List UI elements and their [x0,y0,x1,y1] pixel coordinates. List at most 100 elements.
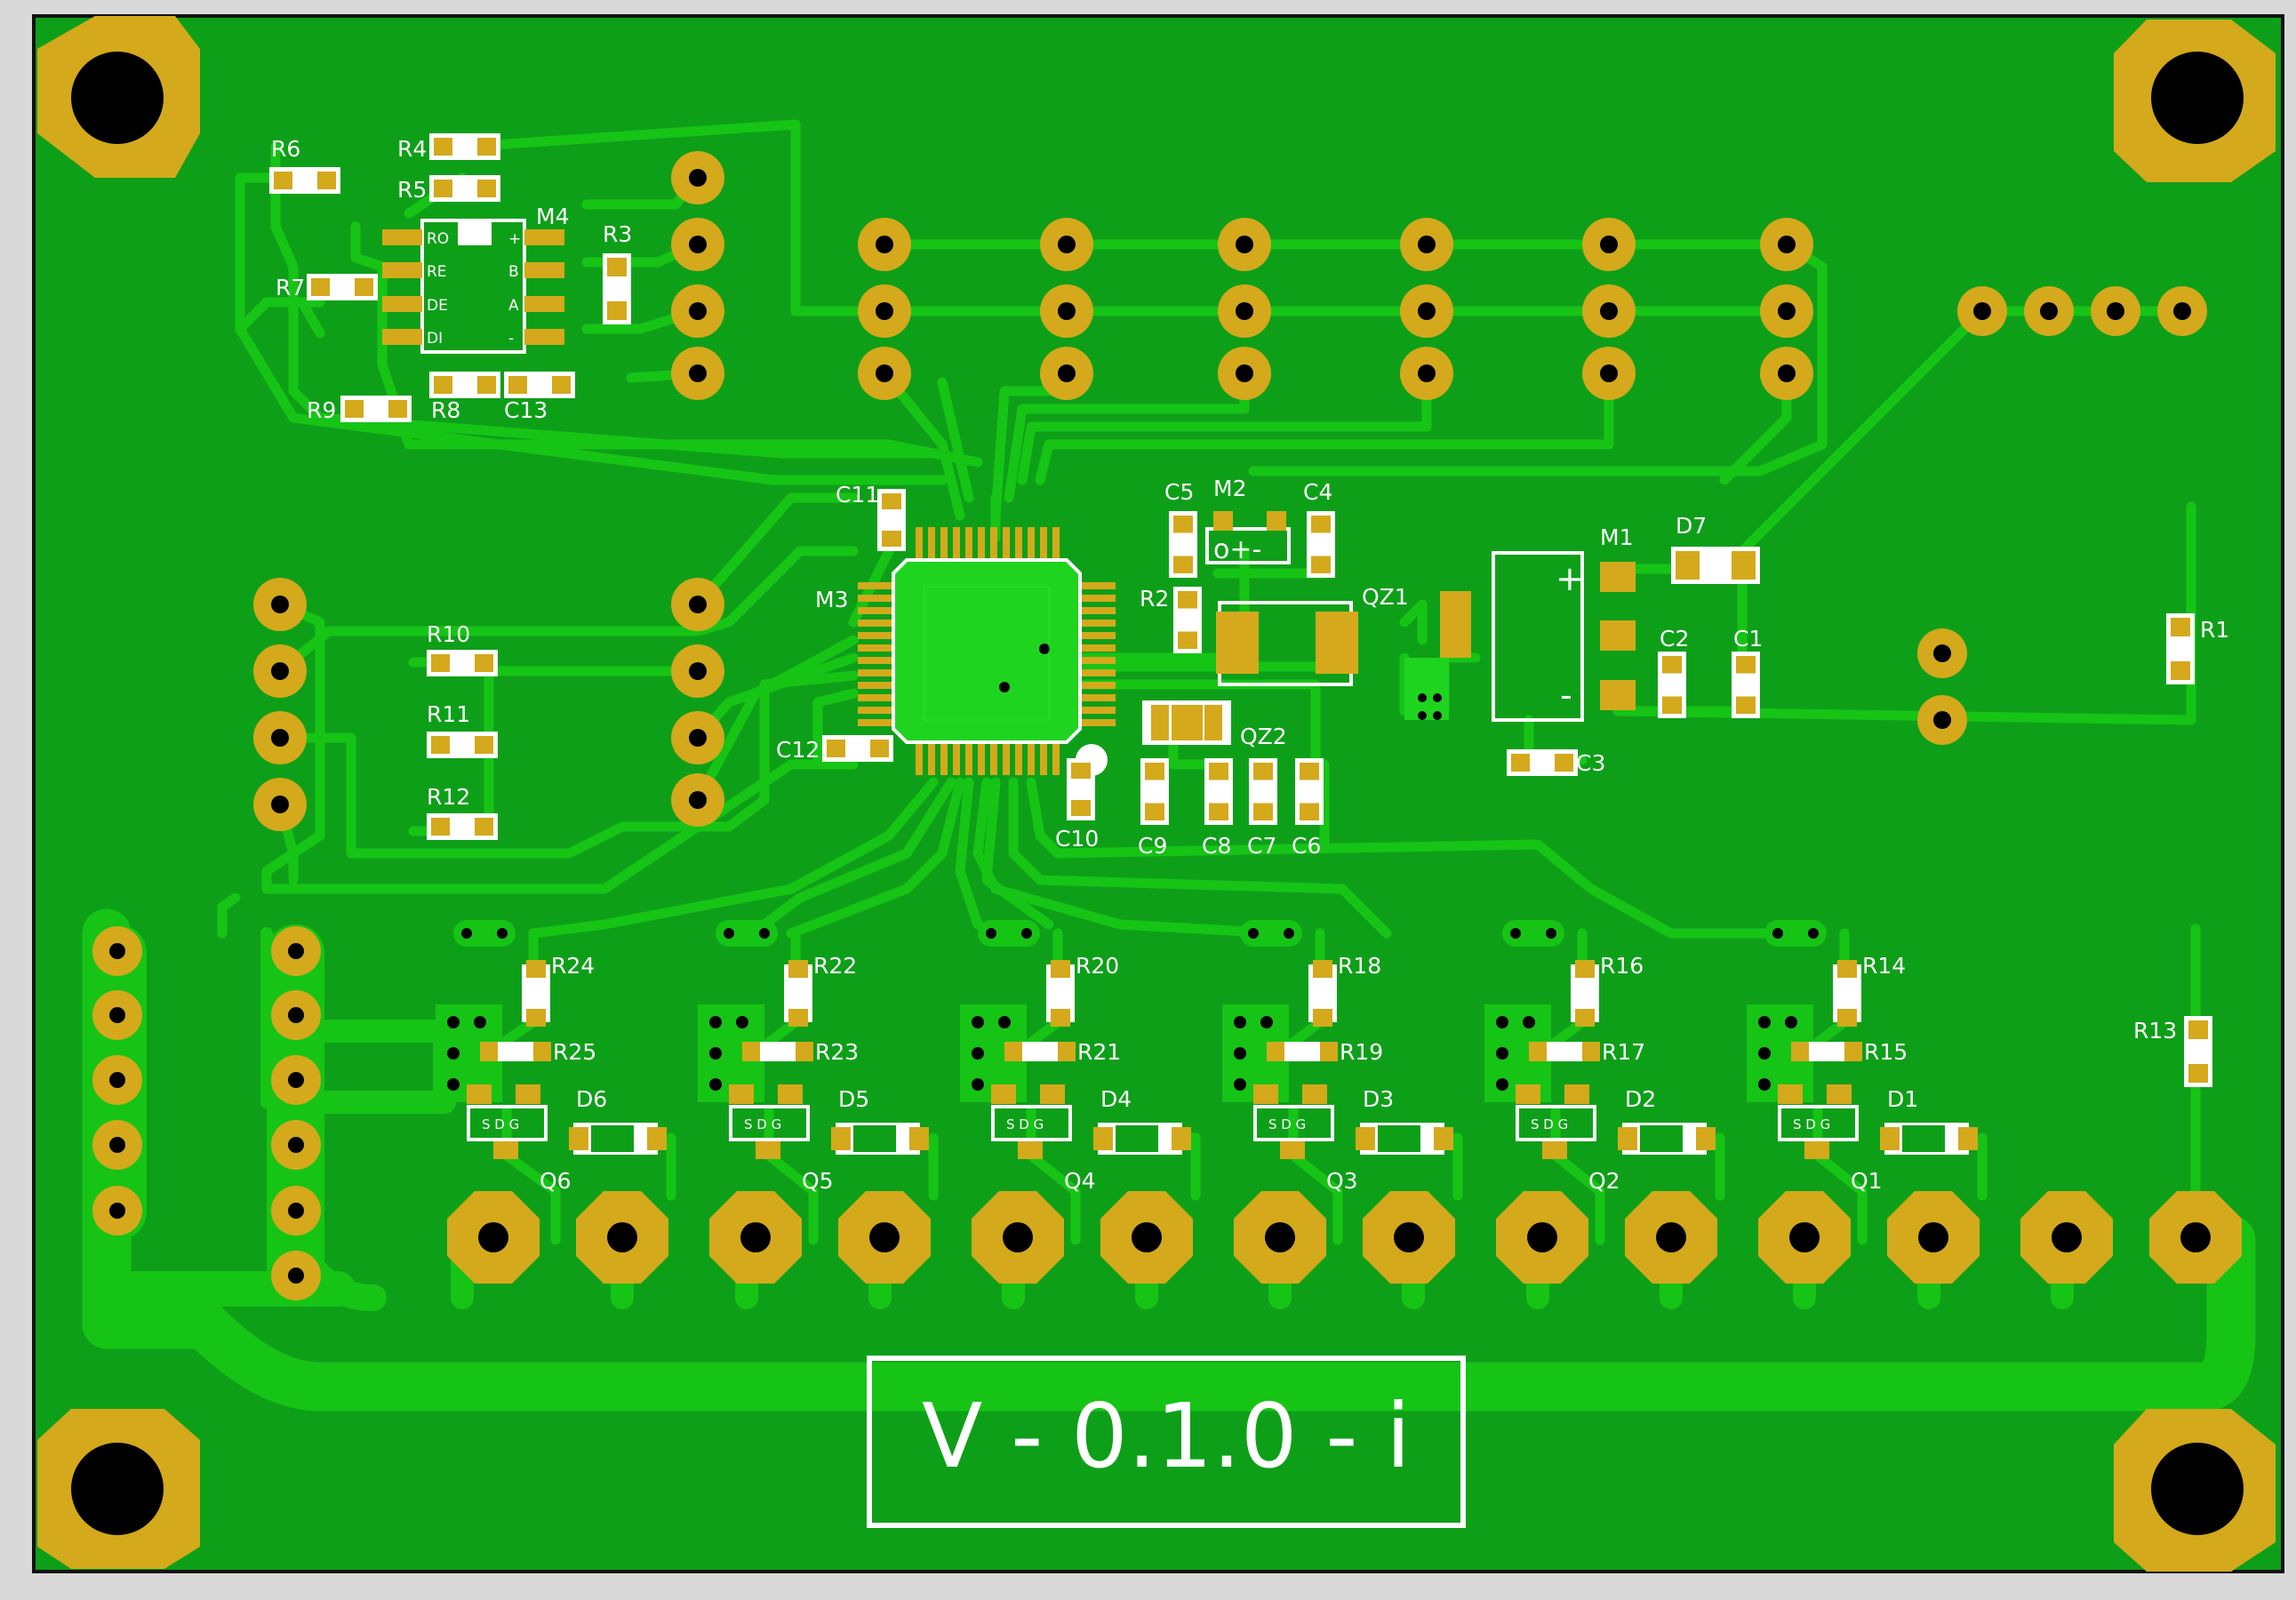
pulldown-resistor [1004,1042,1076,1061]
version-box: V - 0.1.0 - i [867,1356,1466,1528]
label-C6: C6 [1292,833,1321,859]
label-R1: R1 [2200,617,2229,643]
label-D3: D3 [1363,1086,1394,1112]
m4-pin-ro: RO [427,230,449,248]
label-D4: D4 [1100,1086,1132,1112]
m4-pin-minus: - [508,330,514,348]
resistor-R5 [429,175,500,202]
label-R21: R21 [1077,1039,1121,1065]
m2-mark: o+- [1213,534,1261,565]
label-C5: C5 [1164,479,1194,505]
capacitor-C4 [1307,511,1335,578]
capacitor-C1 [1732,652,1760,718]
terminal-pad-10 [1625,1191,1717,1284]
resistor-R8 [429,372,500,398]
resistor-R6 [269,167,340,194]
mosfet: S D G [729,1084,810,1159]
mounting-hole-bottom-right [2114,1409,2276,1572]
driver-group-1: S D G [1747,920,1978,1159]
mosfet: S D G [1253,1084,1334,1159]
pulldown-resistor [1791,1042,1862,1061]
label-D1: D1 [1887,1086,1918,1112]
m4-pin-re: RE [427,263,447,281]
label-R18: R18 [1338,953,1381,979]
m4-pin-a: A [508,297,519,315]
capacitor-C10 [1067,758,1095,820]
capacitor-C6 [1295,758,1324,825]
label-D6: D6 [576,1086,607,1112]
label-R20: R20 [1076,953,1119,979]
flyback-diode [569,1123,667,1155]
pulldown-resistor [480,1042,551,1061]
label-R17: R17 [1602,1039,1645,1065]
label-R9: R9 [307,397,336,423]
label-Q5: Q5 [802,1168,834,1194]
capacitor-C13 [504,372,575,398]
resistor-R11 [427,732,498,758]
M3-mcu [858,527,1116,776]
pulldown-resistor [1529,1042,1600,1061]
label-R5: R5 [397,177,427,203]
label-R16: R16 [1600,953,1644,979]
resistor-R4 [429,133,500,160]
label-M4: M4 [536,204,569,229]
m1-plus-mark: + [1556,559,1584,598]
QZ2-crystal [1142,700,1231,745]
version-label: V - 0.1.0 - i [922,1384,1411,1488]
label-C2: C2 [1660,626,1689,652]
label-Q4: Q4 [1064,1168,1096,1194]
label-R23: R23 [815,1039,859,1065]
M2-buzzer: o+- [1205,511,1291,565]
label-C12: C12 [776,737,820,763]
resistor-R12 [427,813,498,840]
label-D5: D5 [838,1086,869,1112]
m4-pin-di: DI [427,330,443,348]
label-QZ1: QZ1 [1362,584,1409,610]
silkscreen-labels: R6 R4 R5 M4 R3 R7 R9 R8 C13 C11 M3 C12 R… [271,136,2229,1194]
capacitor-C8 [1204,758,1233,825]
label-C3: C3 [1576,750,1605,776]
flyback-diode [1093,1123,1191,1155]
resistor-R13 [2184,1016,2212,1087]
driver-group-2: S D G [1484,920,1716,1159]
capacitor-C3 [1507,749,1578,776]
mosfet: S D G [467,1084,548,1159]
driver-group-3: S D G [1222,920,1453,1159]
flyback-diode [1880,1123,1978,1155]
label-M2: M2 [1213,476,1246,501]
capacitor-C12 [822,735,893,762]
pulldown-resistor [1267,1042,1338,1061]
gate-resistor [1308,960,1337,1027]
capacitor-C7 [1249,758,1277,825]
m1-minus-mark: - [1560,676,1572,715]
terminal-pad-14 [2149,1191,2242,1284]
mosfet: S D G [1778,1084,1859,1159]
label-R4: R4 [397,136,427,162]
header-connectors-bottom-left [89,924,324,1307]
pulldown-resistor [742,1042,813,1061]
mosfet-pin-labels: S D G [744,1116,781,1132]
label-C4: C4 [1303,479,1332,505]
gate-resistor [1571,960,1599,1027]
mounting-hole-top-right [2114,20,2276,182]
resistor-R7 [307,274,378,300]
driver-group-5: S D G [698,920,929,1159]
resistor-R3 [603,253,631,324]
label-C9: C9 [1138,833,1167,859]
mounting-hole-bottom-left [37,1409,200,1569]
mosfet: S D G [991,1084,1072,1159]
label-M3: M3 [815,587,848,612]
terminal-pad-4 [838,1191,931,1284]
terminal-pad-12 [1887,1191,1980,1284]
label-R25: R25 [553,1039,596,1065]
label-R15: R15 [1864,1039,1908,1065]
m4-pin-de: DE [427,297,448,315]
label-Q6: Q6 [540,1168,572,1194]
terminal-pad-6 [1100,1191,1193,1284]
M4-transceiver: RO RE DE DI + B A - [382,219,564,354]
label-R22: R22 [813,953,857,979]
label-R12: R12 [427,784,470,810]
label-R24: R24 [551,953,595,979]
label-R11: R11 [427,701,470,727]
capacitor-C11 [877,489,906,551]
